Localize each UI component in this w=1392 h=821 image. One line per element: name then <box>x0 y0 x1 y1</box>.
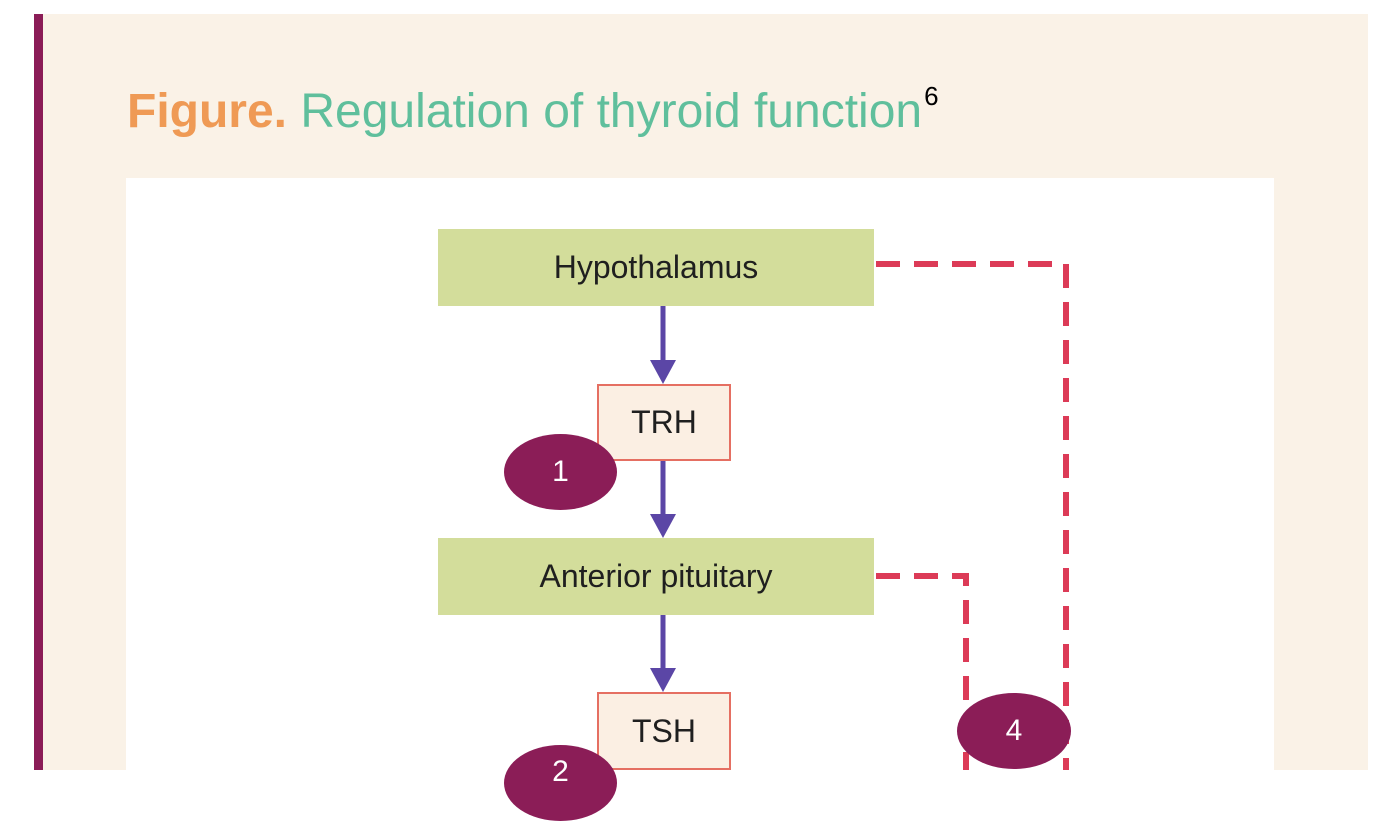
feedback-lines <box>876 261 1069 770</box>
node-trh: TRH <box>597 384 731 461</box>
figure-title: Figure. Regulation of thyroid function6 <box>127 66 939 142</box>
arrowhead-pituitary <box>650 514 676 538</box>
step-badge-2: 2 <box>504 745 617 821</box>
feedback-to-hypothalamus <box>876 261 1069 770</box>
figure-label: Figure. <box>127 85 288 138</box>
node-tsh: TSH <box>597 692 731 770</box>
stimulation-arrows <box>650 306 676 770</box>
arrowhead-tsh <box>650 668 676 692</box>
node-anterior-pituitary: Anterior pituitary <box>438 538 874 615</box>
arrowhead-trh <box>650 360 676 384</box>
step-badge-4: 4 <box>957 693 1071 769</box>
step-badge-1: 1 <box>504 434 617 510</box>
figure-caption: Regulation of thyroid function <box>300 85 923 138</box>
figure-reference: 6 <box>924 81 939 111</box>
diagram-connectors <box>650 261 1069 770</box>
node-hypothalamus: Hypothalamus <box>438 229 874 306</box>
feedback-to-pituitary <box>876 573 969 770</box>
